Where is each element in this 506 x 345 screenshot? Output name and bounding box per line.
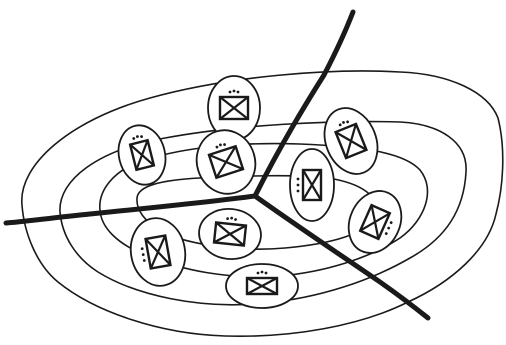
boxed-x-symbol-7 (197, 206, 264, 262)
symbol-dot-mark (229, 91, 232, 94)
symbol-dot-mark (261, 271, 264, 274)
boxed-x-symbol-2 (112, 120, 171, 189)
boxed-x-symbol-9 (226, 264, 298, 308)
boxed-x-symbol-5 (290, 149, 334, 221)
symbol-dot-mark (257, 272, 260, 275)
boxed-x-symbol-8 (339, 183, 411, 262)
symbol-dot-mark (237, 91, 240, 94)
symbol-dot-mark (297, 190, 300, 193)
symbol-dot-mark (265, 272, 268, 275)
symbol-dot-mark (297, 178, 300, 181)
symbol-dot-mark (233, 90, 236, 93)
symbol-dot-mark (297, 184, 300, 187)
boxed-x-symbol-6 (126, 214, 191, 290)
boxed-x-symbol-3 (189, 123, 264, 202)
boxed-x-symbol-1 (208, 76, 260, 140)
